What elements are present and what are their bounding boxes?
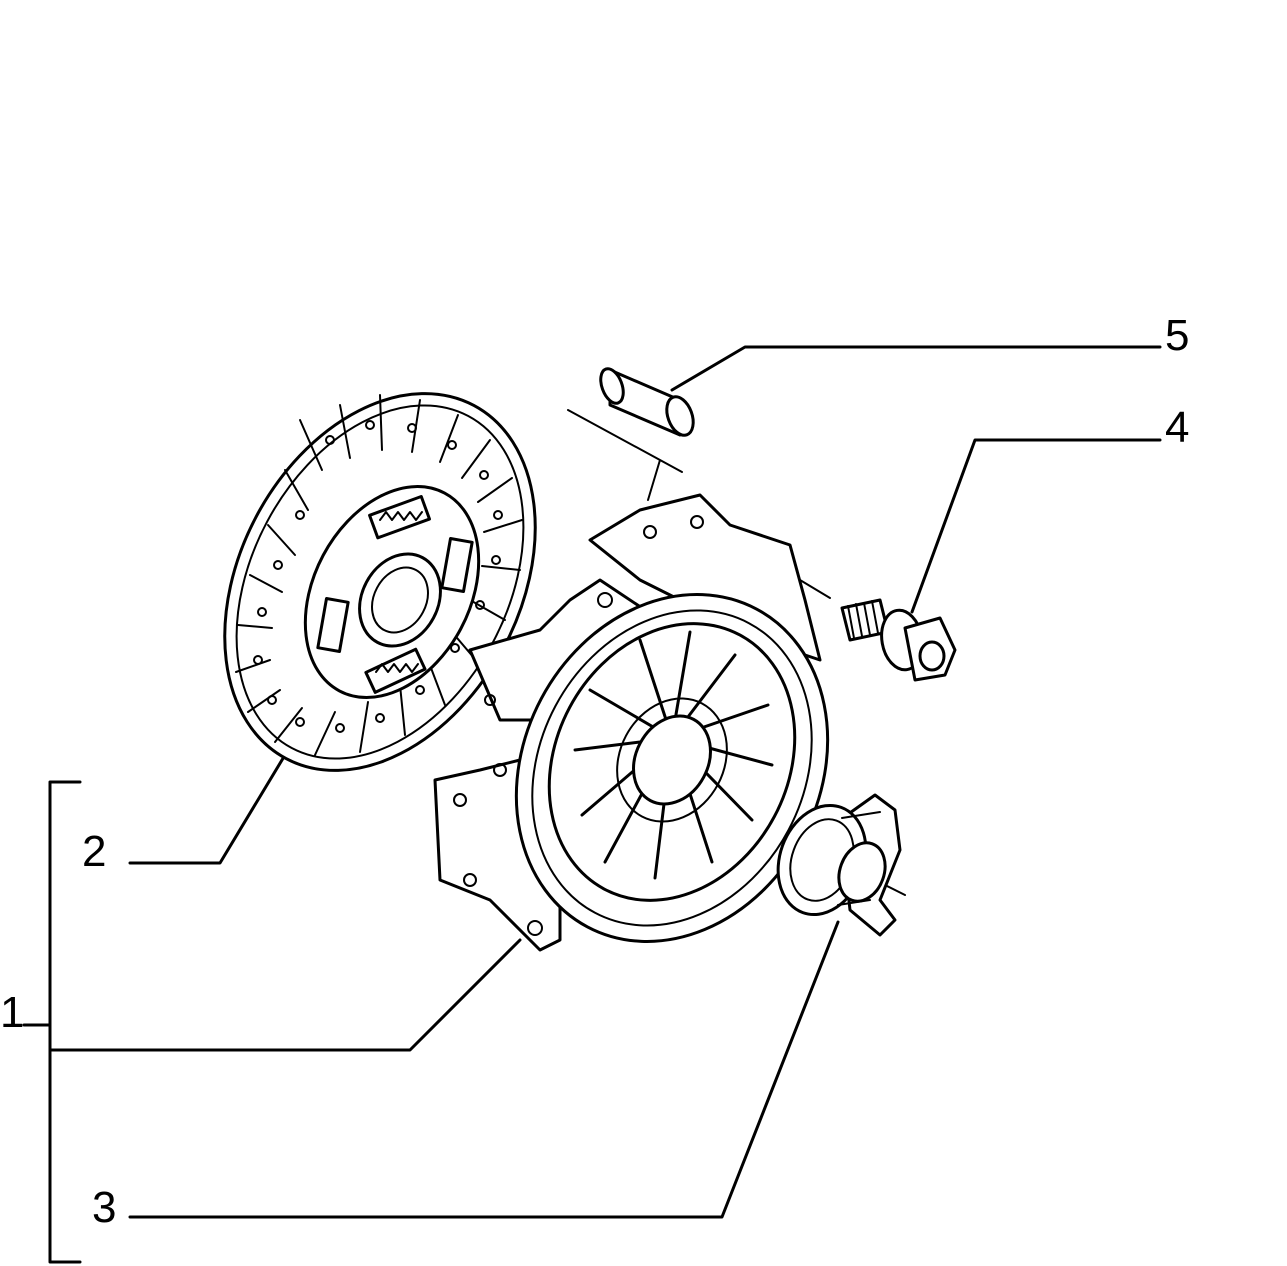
callout-5: 5	[1165, 311, 1189, 360]
pressure-plate-icon	[433, 493, 830, 952]
leader-2	[128, 753, 287, 865]
release-bearing-icon	[776, 793, 902, 937]
bolt-icon	[840, 598, 957, 682]
leader-3	[128, 920, 840, 1219]
callout-2: 2	[82, 827, 106, 876]
dowel-pin-icon	[599, 367, 695, 437]
leader-4	[910, 438, 1162, 614]
callout-1: 1	[0, 988, 24, 1037]
callout-4: 4	[1165, 403, 1189, 452]
clutch-disc-icon	[223, 392, 537, 772]
callout-3: 3	[92, 1183, 116, 1232]
leader-5	[670, 345, 1162, 392]
assembly-bracket	[22, 780, 522, 1264]
